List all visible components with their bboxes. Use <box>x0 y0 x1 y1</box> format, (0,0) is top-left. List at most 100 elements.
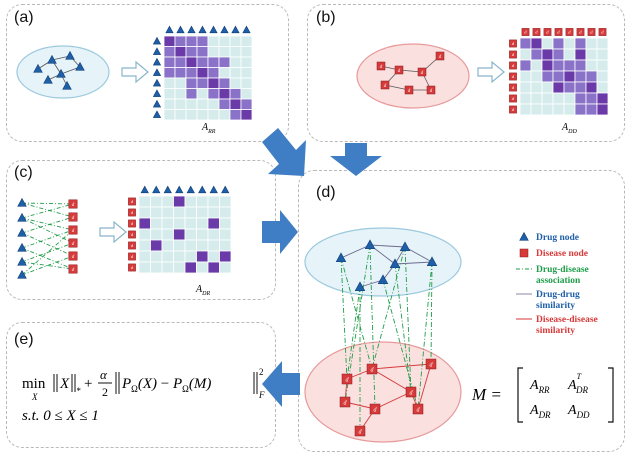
matrix-cell <box>240 35 253 47</box>
matrix-cell <box>519 92 532 105</box>
matrix-cell <box>585 37 598 50</box>
matrix-cell <box>585 103 598 116</box>
matrix-cell <box>173 195 186 208</box>
matrix-cell <box>161 217 174 230</box>
matrix-cell <box>150 195 163 208</box>
matrix-cell <box>184 195 197 208</box>
drug-node-icon <box>175 185 184 194</box>
disease-node-icon: d <box>128 197 136 206</box>
disease-node-icon: d <box>341 373 353 385</box>
formula-min-var: X <box>31 392 38 402</box>
disease-node-icon: d <box>128 208 136 217</box>
matrix-cell <box>552 81 565 94</box>
disease-node-label: d <box>421 71 424 76</box>
disease-node-icon: d <box>509 94 517 103</box>
matrix-cell <box>163 109 176 121</box>
disease-node-icon: d <box>565 28 574 36</box>
disease-node-icon: d <box>509 50 517 59</box>
matrix-cell <box>161 261 174 274</box>
matrix-cell <box>196 77 209 89</box>
matrix-cell <box>541 92 554 105</box>
disease-node-icon: d <box>128 241 136 250</box>
drug-node-icon <box>152 36 162 45</box>
matrix-cell <box>574 92 587 105</box>
disease-node-label: d <box>512 74 515 79</box>
matrix-cell <box>163 35 176 47</box>
disease-node-icon: d <box>68 238 78 248</box>
matrix-cell <box>207 206 220 219</box>
drug-node-icon <box>220 25 229 34</box>
disease-node-label: d <box>512 63 515 68</box>
disease-node-icon: d <box>376 61 386 71</box>
formula-constraint: s.t. 0 ≤ X ≤ 1 <box>22 408 99 424</box>
drug-node-icon <box>152 78 162 87</box>
matrix-cell <box>138 195 151 208</box>
formula-p-x: PΩ(X) − PΩ(M) <box>121 376 211 394</box>
disease-node-icon: d <box>68 251 78 261</box>
matrix-cell <box>138 239 151 252</box>
matrix-cell <box>240 56 253 68</box>
matrix-cell <box>150 217 163 230</box>
disease-node-label: d <box>568 30 571 35</box>
hollow-arrow-a <box>121 60 149 84</box>
matrix-cell <box>207 88 220 100</box>
disease-node-label: d <box>398 69 401 74</box>
disease-node-label: d <box>131 199 134 204</box>
drug-node-icon <box>186 185 195 194</box>
matrix-cell <box>138 228 151 241</box>
matrix-cell <box>596 92 609 105</box>
disease-node-label: d <box>131 243 134 248</box>
disease-node-label: d <box>601 30 604 35</box>
matrix-cell <box>163 67 176 79</box>
matrix-cell <box>596 48 609 61</box>
matrix-cell <box>530 37 543 50</box>
matrix-cell <box>574 59 587 72</box>
disease-node-icon: d <box>521 28 530 36</box>
matrix-cell <box>530 92 543 105</box>
matrix-cell <box>173 239 186 252</box>
association-edge <box>21 217 74 244</box>
matrix-cell <box>138 217 151 230</box>
matrix-cell <box>185 46 198 58</box>
matrix-cell <box>196 195 209 208</box>
matrix-cell <box>541 48 554 61</box>
matrix-cell <box>196 250 209 263</box>
matrix-cell <box>596 37 609 50</box>
drug-node-icon <box>17 212 27 222</box>
matrix-cell <box>161 250 174 263</box>
drug-node-icon <box>47 54 57 64</box>
drug-node-icon <box>389 258 401 269</box>
disease-node-label: d <box>430 89 433 94</box>
matrix-cell <box>596 70 609 83</box>
matrix-cell <box>219 250 232 263</box>
matrix-cell <box>574 70 587 83</box>
matrix-cell <box>219 261 232 274</box>
formula-two: 2 <box>102 385 108 399</box>
matrix-arr <box>152 25 253 121</box>
matrix-cell <box>240 46 253 58</box>
disease-node-label: d <box>512 85 515 90</box>
disease-node-label: d <box>72 241 75 247</box>
matrix-cell <box>207 261 220 274</box>
matrix-cell <box>207 98 220 110</box>
matrix-add-label: ADD <box>561 122 577 135</box>
matrix-cell <box>185 56 198 68</box>
matrix-arr-label: ARR <box>201 122 216 135</box>
matrix-cell <box>196 206 209 219</box>
matrix-cell <box>552 37 565 50</box>
disease-node-label: d <box>524 30 527 35</box>
disease-disease-edge <box>417 363 432 410</box>
disease-node-label: d <box>131 232 134 237</box>
matrix-cell <box>541 103 554 116</box>
matrix-cell <box>229 56 242 68</box>
association-edge <box>21 203 74 219</box>
m-equals: M = <box>471 385 502 404</box>
matrix-cell <box>229 109 242 121</box>
disease-node-label: d <box>535 30 538 35</box>
matrix-cell <box>150 239 163 252</box>
disease-node-label: d <box>512 96 515 101</box>
